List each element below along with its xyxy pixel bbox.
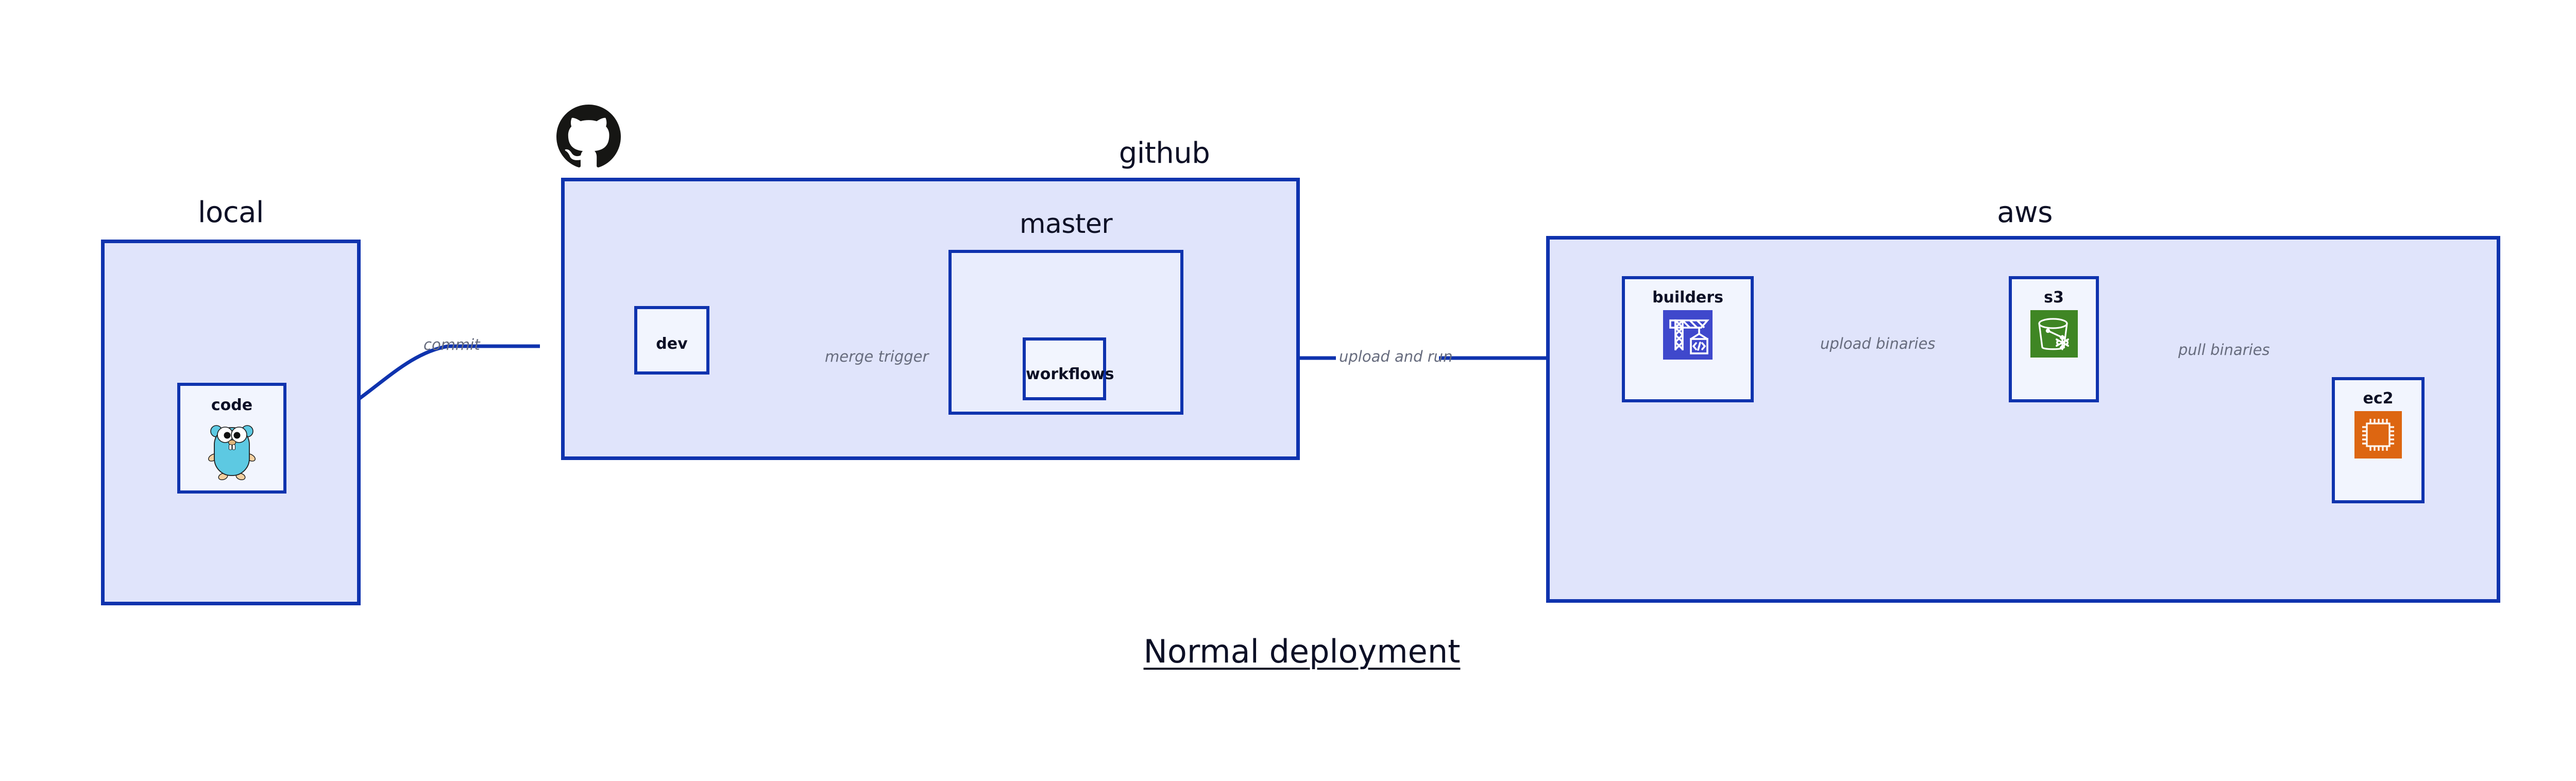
node-ec2-label: ec2: [2363, 389, 2394, 408]
aws-s3-glacier-icon: [2030, 310, 2078, 358]
node-ec2[interactable]: ec2: [2332, 377, 2425, 503]
edge-label-upload-binaries: upload binaries: [1820, 335, 1936, 352]
node-code-label: code: [211, 396, 253, 414]
node-s3[interactable]: s3: [2009, 276, 2099, 402]
edge-label-upload-and-run: upload and run: [1339, 348, 1453, 365]
node-s3-label: s3: [2044, 288, 2064, 307]
node-builders[interactable]: builders: [1622, 276, 1754, 402]
edge-label-pull-binaries: pull binaries: [2178, 341, 2270, 359]
node-workflows[interactable]: workflows: [1023, 337, 1114, 400]
node-workflows-label: workflows: [1026, 365, 1114, 383]
node-code[interactable]: code: [177, 383, 286, 494]
diagram-title: Normal deployment: [1143, 633, 1461, 670]
github-octocat-icon: [556, 105, 621, 169]
node-builders-label: builders: [1652, 288, 1723, 307]
go-gopher-icon: [207, 419, 257, 481]
zone-local-label: local: [198, 196, 264, 229]
edge-label-merge-trigger: merge trigger: [825, 348, 929, 365]
zone-github-label: github: [1118, 137, 1210, 170]
aws-ec2-icon: [2354, 411, 2402, 459]
aws-codebuild-icon: [1663, 310, 1713, 360]
node-dev-label: dev: [656, 335, 688, 353]
subzone-master-label: master: [1019, 209, 1113, 240]
zone-aws-label: aws: [1997, 196, 2053, 229]
edge-label-commit: commit: [423, 336, 480, 353]
node-dev[interactable]: dev: [634, 306, 709, 375]
